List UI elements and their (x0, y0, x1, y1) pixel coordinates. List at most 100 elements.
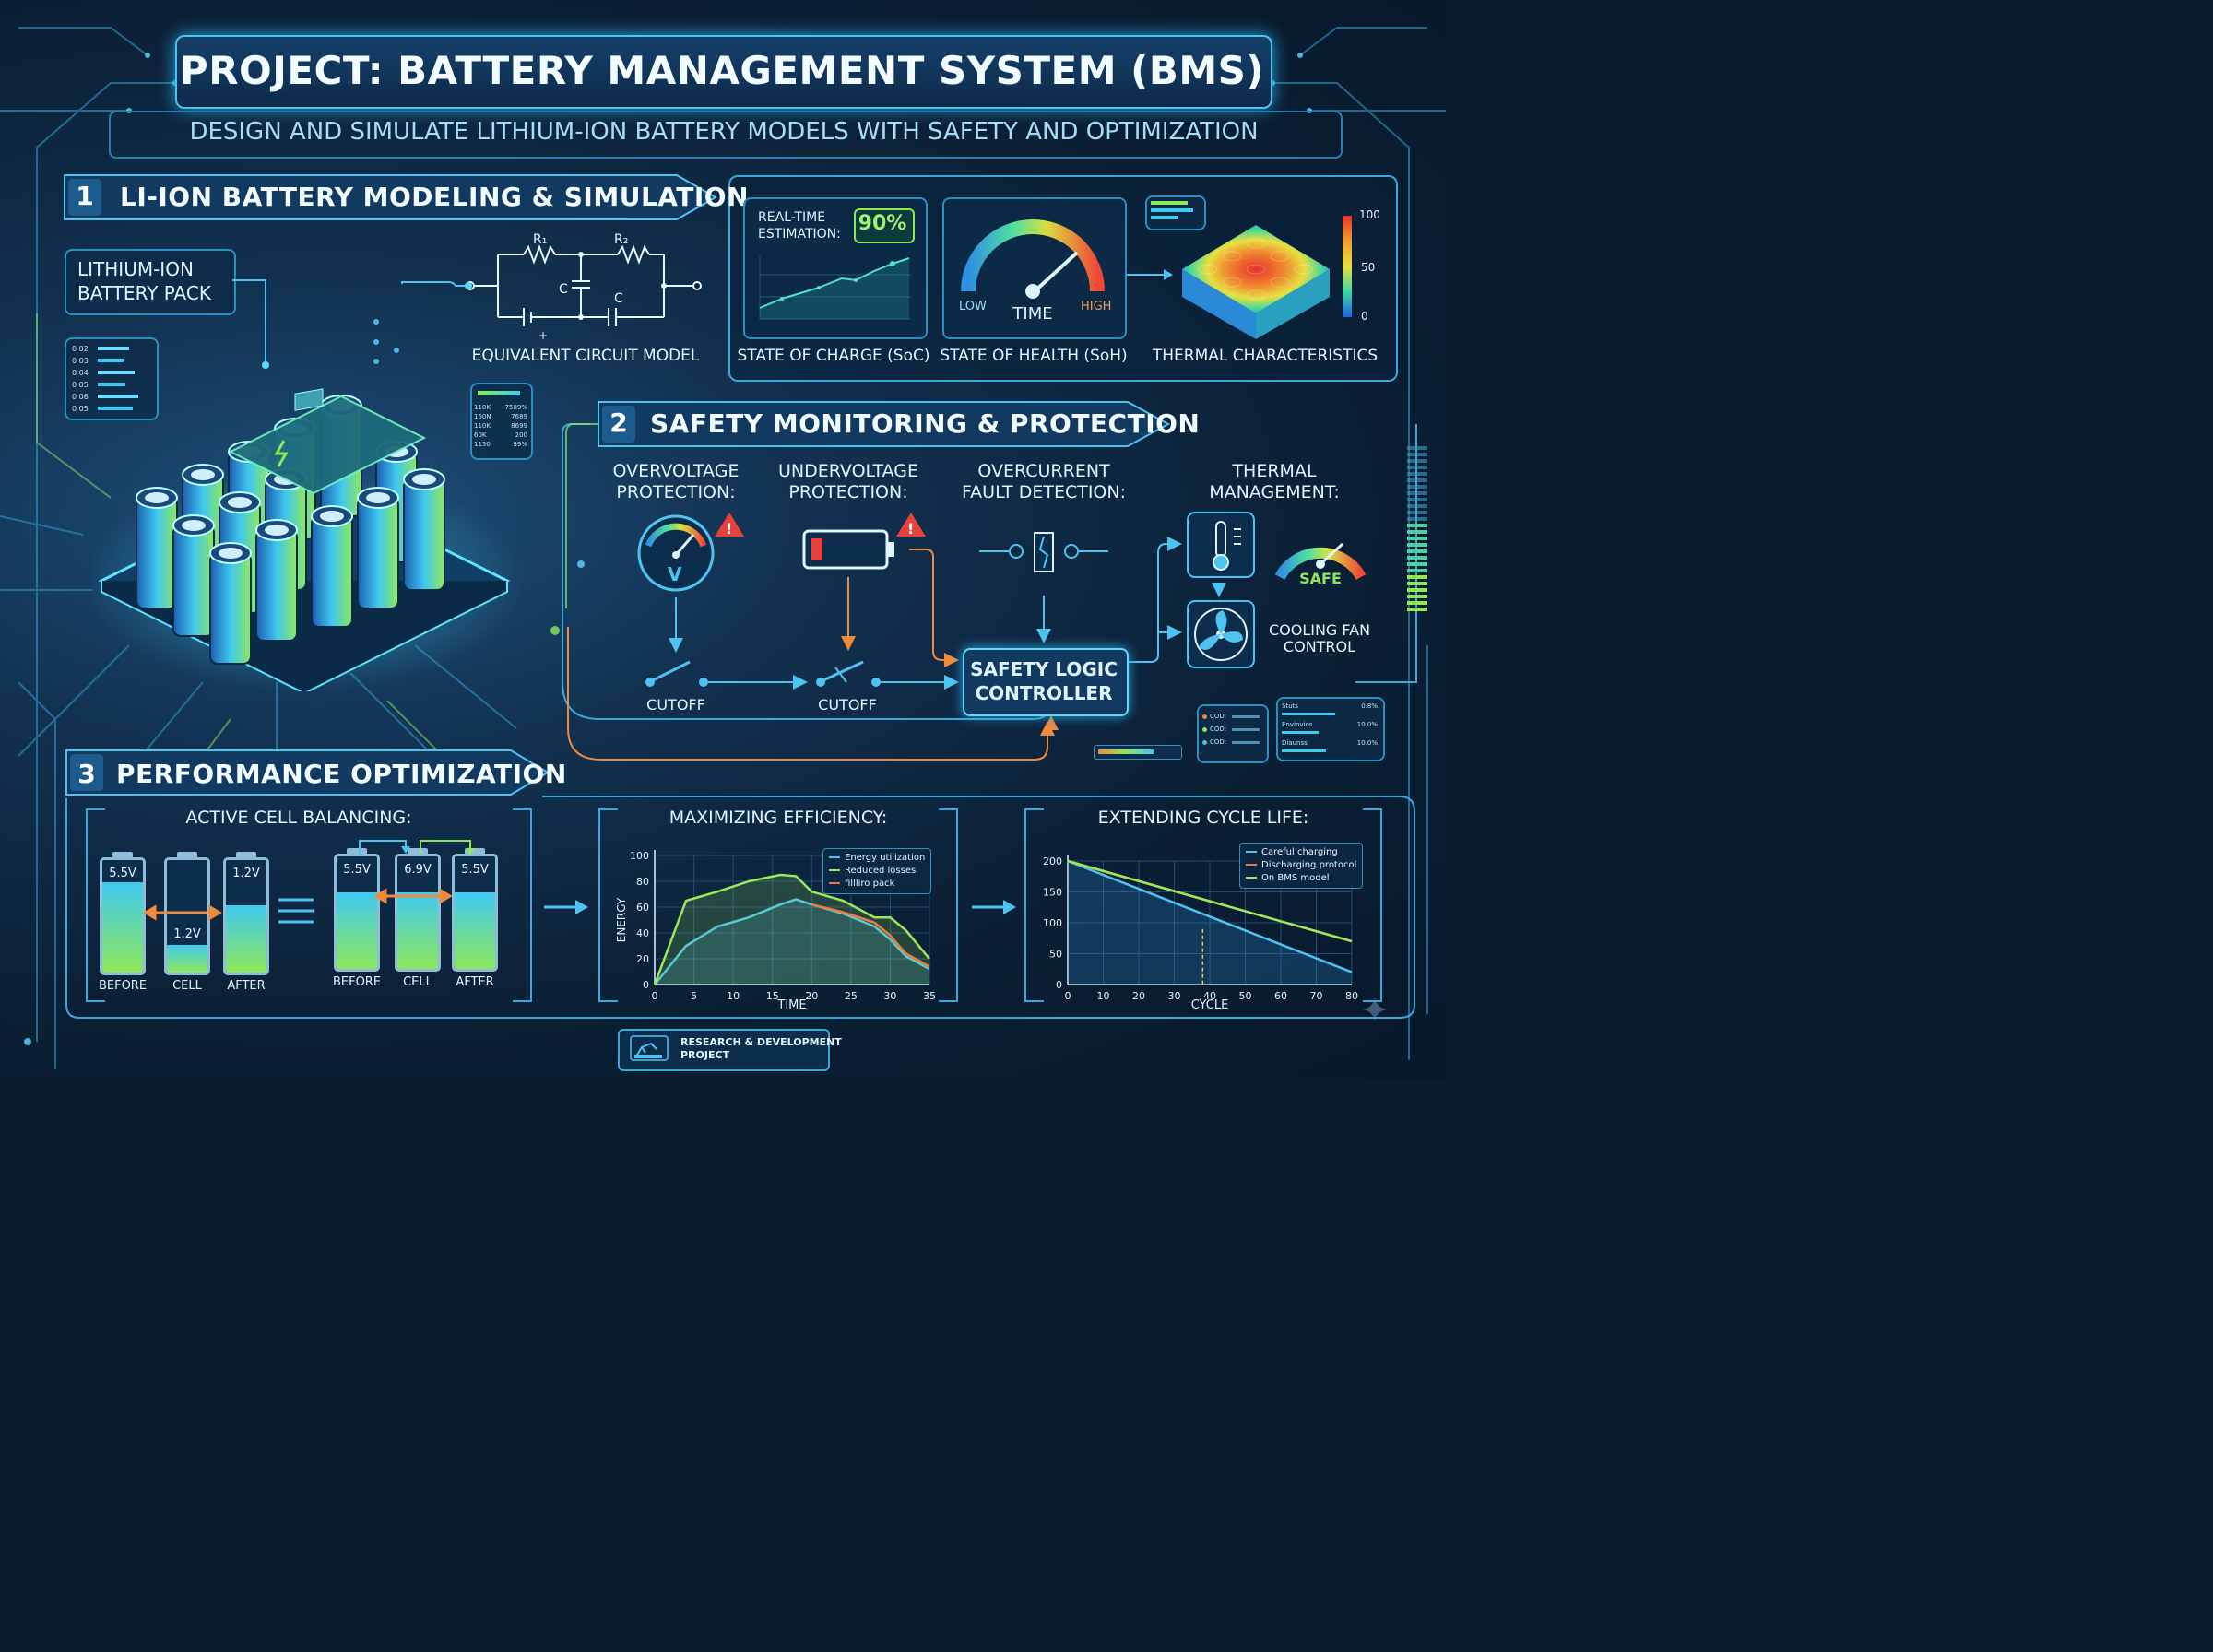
x-tick-label: 70 (1310, 990, 1323, 1002)
status-row-bar (1282, 713, 1335, 715)
data-readout-value: 200 (515, 431, 527, 439)
series-line (654, 898, 930, 985)
balancing-cell-voltage: 5.5V (343, 863, 371, 877)
overvoltage-gauge-icon: V (637, 514, 715, 592)
level-bar-segment (1407, 498, 1427, 502)
cod-panel (1197, 704, 1269, 763)
cell-list-id: 0 05 (72, 380, 89, 389)
x-tick-label: 30 (1168, 990, 1181, 1002)
data-readout-key: 110K (474, 422, 491, 430)
x-tick-label: 0 (1065, 990, 1071, 1002)
safe-gauge-icon (1274, 542, 1367, 581)
cell-list-row: 0 05 (72, 379, 149, 390)
overvoltage-warning-icon: ! (715, 513, 744, 537)
data-readout-value: 8699 (511, 422, 527, 430)
legend-entry: Discharging protocol (1246, 859, 1356, 872)
balancing-cell (395, 854, 441, 972)
balancing-cell-cap (408, 848, 428, 856)
status-row-value: 10.0% (1356, 739, 1378, 747)
thermal-color-scale (1343, 216, 1352, 317)
x-tick-label: 5 (691, 990, 697, 1002)
section1-header-tab (64, 174, 718, 220)
soh-gauge (961, 219, 1105, 299)
svg-text:!: ! (907, 520, 914, 537)
cod-row-bar (1232, 714, 1260, 718)
legend-swatch (1246, 864, 1257, 866)
subtitle-frame (109, 111, 1343, 159)
thermal-scale-max: 100 (1359, 208, 1380, 221)
y-tick-label: 40 (636, 927, 649, 939)
battery-cell-icon (403, 468, 445, 591)
series-line (811, 903, 930, 968)
arrow-to-efficiency (544, 900, 588, 914)
x-axis-label: TIME (776, 998, 806, 1012)
cooling-fan-icon (1187, 600, 1255, 668)
overcurrent-title-line2: FAULT DETECTION: (962, 482, 1126, 502)
cell-list-id: 0 04 (72, 368, 89, 377)
balancing-cell-label: BEFORE (332, 975, 382, 989)
balancing-cell-cap (465, 848, 485, 856)
cooling-fan-label-line1: COOLING FAN (1268, 621, 1371, 639)
x-tick-label: 15 (766, 990, 779, 1002)
balancing-cell-cap (236, 852, 256, 859)
balancing-cell-label: AFTER (227, 979, 266, 993)
section3-frame (65, 749, 1415, 1019)
level-bar-segment (1407, 608, 1427, 611)
cell-list-id: 0 05 (72, 404, 89, 413)
cod-row-label: COD: (1210, 738, 1227, 746)
battery-pack-label-line2: BATTERY PACK (77, 282, 211, 304)
x-tick-label: 20 (1132, 990, 1145, 1002)
battery-cell-icon (209, 542, 252, 665)
undervoltage-title-line1: UNDERVOLTAGE (777, 461, 919, 481)
cell-list-id: 0 03 (72, 356, 89, 365)
undervoltage-warning-icon: ! (896, 513, 926, 537)
cell-list-bar (98, 395, 138, 398)
balancing-cell-fill (167, 944, 207, 973)
series-area (655, 899, 929, 985)
y-tick-label: 150 (1043, 887, 1062, 899)
y-tick-label: 60 (636, 902, 649, 914)
controller-label-line1: SAFETY LOGIC (970, 658, 1118, 680)
balancing-cell-label: BEFORE (98, 979, 148, 993)
soc-estimation-line2: ESTIMATION: (758, 227, 841, 242)
balancing-cell-cap (177, 852, 197, 859)
data-readout-value: 7689 (511, 413, 527, 420)
status-row-value: 0.8% (1361, 702, 1378, 710)
level-bar-segment (1407, 575, 1427, 579)
legend-entry: fillliro pack (829, 878, 925, 891)
data-readout-bar (478, 391, 520, 395)
cutoff-switch-2-icon (816, 660, 881, 687)
cell-list-bar (98, 407, 133, 410)
level-bar-segment (1407, 537, 1427, 540)
cell-list-row: 0 03 (72, 355, 149, 366)
y-tick-label: 100 (630, 850, 649, 862)
soh-low-label: LOW (959, 300, 987, 313)
cycle-life-title: EXTENDING CYCLE LIFE: (1097, 808, 1309, 828)
battery-cell-icon (136, 487, 178, 609)
x-tick-label: 10 (1097, 990, 1110, 1002)
level-bar-segment (1407, 491, 1427, 495)
cell-list-bar (98, 359, 124, 362)
soh-time-label: TIME (1012, 304, 1053, 324)
overvoltage-gauge-v-label: V (668, 563, 682, 585)
soc-value-badge (854, 208, 915, 243)
legend-label: Reduced losses (845, 866, 917, 876)
cell-list-bar (98, 371, 135, 374)
capacitor-c2-label: C (614, 291, 623, 306)
balancing-title: ACTIVE CELL BALANCING: (185, 808, 412, 828)
level-bar-segment (1407, 543, 1427, 547)
battery-pack-label-line1: LITHIUM-ION (77, 258, 194, 280)
circuit-connector (401, 281, 472, 289)
data-readout-key: 110K (474, 404, 491, 411)
level-bar-segment (1407, 595, 1427, 598)
level-bar-segment (1407, 601, 1427, 605)
legend-swatch (1246, 877, 1257, 879)
right-level-bar (1407, 446, 1427, 614)
legend-swatch (1246, 851, 1257, 853)
battery-cell-icon (357, 487, 399, 609)
